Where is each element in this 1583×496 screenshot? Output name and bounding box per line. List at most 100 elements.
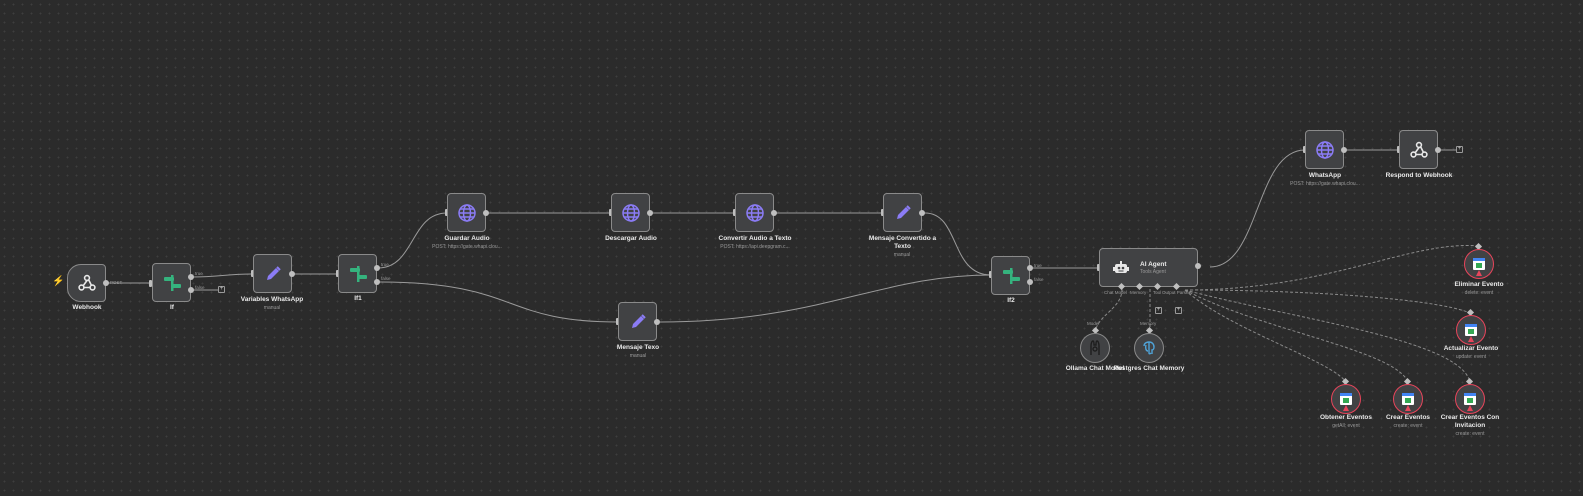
node-mensaje-convertido[interactable] bbox=[883, 193, 922, 232]
node-label: If2 bbox=[1007, 297, 1015, 304]
node-respond-to-webhook[interactable] bbox=[1399, 130, 1438, 169]
node-ollama-chat-model[interactable] bbox=[1080, 333, 1110, 363]
model-handle-label: Model bbox=[1087, 321, 1100, 326]
output-port[interactable] bbox=[1341, 147, 1347, 153]
google-calendar-icon bbox=[1465, 324, 1477, 336]
input-port[interactable] bbox=[445, 209, 448, 216]
input-port[interactable] bbox=[989, 271, 992, 278]
node-subtitle: create: event bbox=[1393, 423, 1423, 429]
node-webhook[interactable] bbox=[67, 264, 106, 302]
false-handle-label: false bbox=[1034, 277, 1044, 282]
node-mensaje-texo[interactable] bbox=[618, 302, 657, 341]
node-subtitle: Tools Agent bbox=[1140, 268, 1166, 275]
node-subtitle: update: event bbox=[1455, 354, 1487, 360]
robot-icon bbox=[1113, 260, 1129, 273]
node-label: Variables WhatsApp bbox=[240, 296, 304, 303]
true-port[interactable] bbox=[188, 274, 194, 280]
output-port[interactable] bbox=[919, 210, 925, 216]
postgres-elephant-icon bbox=[1143, 341, 1155, 355]
input-port[interactable] bbox=[1397, 146, 1400, 153]
node-subtitle: delete: event bbox=[1464, 290, 1494, 296]
node-if2[interactable] bbox=[991, 256, 1030, 295]
input-port[interactable] bbox=[1097, 264, 1100, 271]
output-port[interactable] bbox=[1195, 263, 1201, 269]
input-port[interactable] bbox=[733, 209, 736, 216]
edge-model bbox=[1094, 288, 1123, 336]
add-output-parser-button[interactable]: + bbox=[1175, 307, 1182, 314]
false-port[interactable] bbox=[374, 279, 380, 285]
node-label: Webhook bbox=[72, 304, 102, 311]
false-port[interactable] bbox=[188, 287, 194, 293]
node-crear-eventos-invitacion[interactable] bbox=[1455, 384, 1485, 414]
input-port[interactable] bbox=[881, 209, 884, 216]
node-convertir-audio[interactable] bbox=[735, 193, 774, 232]
output-port[interactable] bbox=[1435, 147, 1441, 153]
node-subtitle: manual bbox=[893, 252, 911, 258]
output-port[interactable] bbox=[654, 319, 660, 325]
node-label: Guardar Audio bbox=[444, 235, 490, 242]
input-port[interactable] bbox=[336, 270, 339, 277]
node-label: If1 bbox=[354, 295, 362, 302]
warning-icon bbox=[1343, 405, 1349, 411]
output-port[interactable] bbox=[103, 280, 109, 286]
add-node-button[interactable]: + bbox=[218, 286, 225, 293]
node-descargar-audio[interactable] bbox=[611, 193, 650, 232]
input-port[interactable] bbox=[149, 280, 152, 287]
node-label: WhatsApp bbox=[1308, 172, 1342, 179]
chat-model-handle-label: Chat Model bbox=[1104, 290, 1128, 295]
output-port[interactable] bbox=[771, 210, 777, 216]
true-port[interactable] bbox=[374, 265, 380, 271]
google-calendar-icon bbox=[1402, 393, 1414, 405]
google-calendar-icon bbox=[1473, 258, 1485, 270]
node-postgres-chat-memory[interactable] bbox=[1134, 333, 1164, 363]
output-parser-handle-label: Output Parser bbox=[1162, 290, 1191, 295]
if-split-icon bbox=[163, 274, 181, 291]
add-node-button[interactable]: + bbox=[1456, 146, 1463, 153]
input-port[interactable] bbox=[1303, 146, 1306, 153]
llama-icon bbox=[1090, 340, 1100, 355]
input-port[interactable] bbox=[616, 318, 619, 325]
edge-tool-actualizar bbox=[1184, 289, 1471, 314]
node-label: Convertir Audio a Texto bbox=[718, 235, 792, 242]
node-label: Ollama Chat Model bbox=[1065, 365, 1125, 372]
pencil-icon bbox=[896, 204, 911, 219]
node-label: AI Agent bbox=[1140, 260, 1167, 268]
node-label: Obtener Eventos bbox=[1319, 414, 1372, 421]
output-port[interactable] bbox=[483, 210, 489, 216]
node-subtitle: getAll: event bbox=[1332, 423, 1360, 429]
globe-icon bbox=[1315, 140, 1334, 159]
node-label: Crear Eventos Con Invitacion bbox=[1440, 414, 1500, 429]
node-obtener-eventos[interactable] bbox=[1331, 384, 1361, 414]
edge-if1-guardar bbox=[377, 212, 448, 269]
output-port[interactable] bbox=[289, 271, 295, 277]
pencil-icon bbox=[631, 313, 646, 328]
node-label: Descargar Audio bbox=[605, 235, 657, 242]
edge-if-variables bbox=[191, 273, 253, 278]
false-handle-label: false bbox=[195, 285, 205, 290]
node-label: Postgres Chat Memory bbox=[1113, 365, 1185, 372]
globe-icon bbox=[745, 203, 764, 222]
input-port[interactable] bbox=[251, 270, 254, 277]
node-label: Mensaje Convertido a Texto bbox=[868, 235, 937, 250]
node-subtitle: create: event bbox=[1455, 431, 1485, 437]
output-port[interactable] bbox=[647, 210, 653, 216]
node-guardar-audio[interactable] bbox=[447, 193, 486, 232]
true-handle-label: true bbox=[381, 262, 389, 267]
node-if1[interactable] bbox=[338, 254, 377, 293]
node-whatsapp[interactable] bbox=[1305, 130, 1344, 169]
tool-handle-label: Tool bbox=[1153, 290, 1162, 295]
node-ai-agent[interactable]: AI Agent Tools Agent bbox=[1099, 248, 1198, 287]
false-port[interactable] bbox=[1027, 279, 1033, 285]
false-handle-label: false bbox=[381, 276, 391, 281]
node-if[interactable] bbox=[152, 263, 191, 302]
google-calendar-icon bbox=[1340, 393, 1352, 405]
add-tool-button[interactable]: + bbox=[1155, 307, 1162, 314]
pencil-icon bbox=[266, 265, 281, 280]
globe-icon bbox=[457, 203, 476, 222]
warning-icon bbox=[1476, 270, 1482, 276]
input-port[interactable] bbox=[609, 209, 612, 216]
true-port[interactable] bbox=[1027, 265, 1033, 271]
node-variables-whatsapp[interactable] bbox=[253, 254, 292, 293]
edge-tool-crear bbox=[1184, 289, 1409, 383]
node-subtitle: POST: https://api.deepgram.c... bbox=[720, 244, 790, 250]
